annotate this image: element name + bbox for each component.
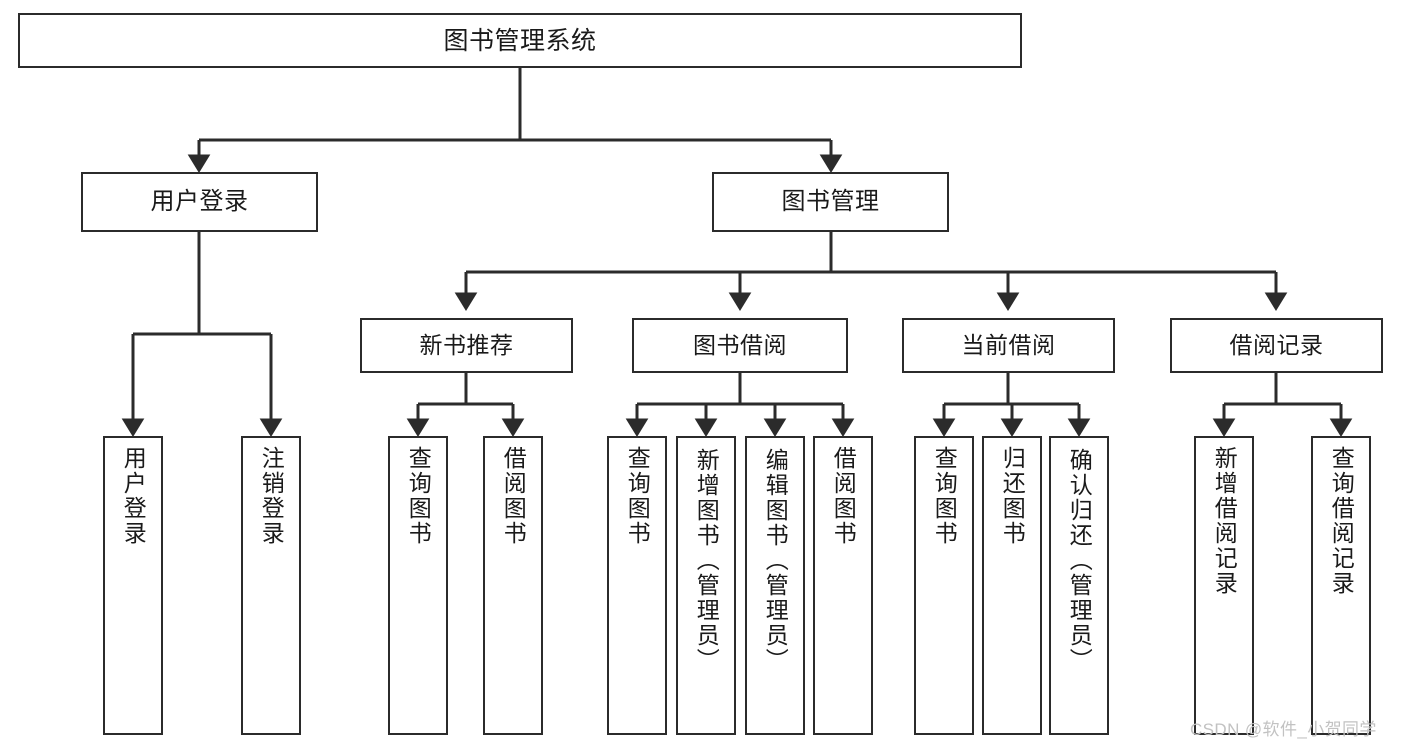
node-user-login[interactable]: 用户登录 xyxy=(81,172,318,232)
node-current-borrow[interactable]: 当前借阅 xyxy=(902,318,1115,373)
leaf-query-book-1[interactable]: 查询图书 xyxy=(388,436,448,735)
leaf-query-book-1-label: 查询图书 xyxy=(405,446,432,546)
node-book-manage-label: 图书管理 xyxy=(781,187,880,215)
leaf-query-book-2-label: 查询图书 xyxy=(624,446,651,546)
node-borrow-record[interactable]: 借阅记录 xyxy=(1170,318,1383,373)
leaf-edit-book-label: 编辑图书（管理员） xyxy=(762,448,789,673)
leaf-confirm-return-label: 确认归还（管理员） xyxy=(1066,448,1093,673)
node-root[interactable]: 图书管理系统 xyxy=(18,13,1022,68)
node-new-book-recommend-label: 新书推荐 xyxy=(419,331,514,358)
leaf-query-book-3[interactable]: 查询图书 xyxy=(914,436,974,735)
node-root-label: 图书管理系统 xyxy=(443,26,597,55)
leaf-query-book-3-label: 查询图书 xyxy=(931,446,958,546)
leaf-add-record-label: 新增借阅记录 xyxy=(1211,446,1238,596)
leaf-return-book-label: 归还图书 xyxy=(999,446,1026,546)
leaf-borrow-book-2[interactable]: 借阅图书 xyxy=(813,436,873,735)
leaf-query-record[interactable]: 查询借阅记录 xyxy=(1311,436,1371,735)
node-book-manage[interactable]: 图书管理 xyxy=(712,172,949,232)
node-user-login-label: 用户登录 xyxy=(150,187,249,215)
leaf-borrow-book-1-label: 借阅图书 xyxy=(500,446,527,546)
node-book-borrow[interactable]: 图书借阅 xyxy=(632,318,848,373)
leaf-query-record-label: 查询借阅记录 xyxy=(1328,446,1355,596)
leaf-add-record[interactable]: 新增借阅记录 xyxy=(1194,436,1254,735)
node-current-borrow-label: 当前借阅 xyxy=(961,331,1056,358)
leaf-query-book-2[interactable]: 查询图书 xyxy=(607,436,667,735)
leaf-user-login[interactable]: 用户登录 xyxy=(103,436,163,735)
leaf-add-book[interactable]: 新增图书（管理员） xyxy=(676,436,736,735)
leaf-user-login-label: 用户登录 xyxy=(120,446,147,546)
node-book-borrow-label: 图书借阅 xyxy=(693,331,787,358)
leaf-user-logout-label: 注销登录 xyxy=(258,446,285,546)
leaf-edit-book[interactable]: 编辑图书（管理员） xyxy=(745,436,805,735)
leaf-borrow-book-1[interactable]: 借阅图书 xyxy=(483,436,543,735)
leaf-add-book-label: 新增图书（管理员） xyxy=(693,448,720,673)
leaf-return-book[interactable]: 归还图书 xyxy=(982,436,1042,735)
node-new-book-recommend[interactable]: 新书推荐 xyxy=(360,318,573,373)
node-borrow-record-label: 借阅记录 xyxy=(1229,331,1324,358)
leaf-confirm-return[interactable]: 确认归还（管理员） xyxy=(1049,436,1109,735)
leaf-borrow-book-2-label: 借阅图书 xyxy=(830,446,857,546)
watermark: CSDN @软件_小贺同学 xyxy=(1190,720,1377,739)
leaf-user-logout[interactable]: 注销登录 xyxy=(241,436,301,735)
